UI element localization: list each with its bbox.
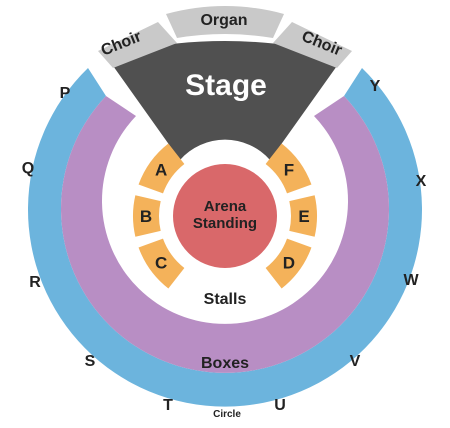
boxes-label: Boxes (201, 355, 249, 372)
stalls-block-a[interactable] (138, 143, 185, 194)
stage-area (106, 41, 344, 160)
organ-label: Organ (200, 12, 247, 29)
circle-label: Circle (213, 409, 241, 420)
stalls-label: Stalls (204, 291, 247, 308)
circle-row-v[interactable]: V (350, 353, 361, 370)
stalls-block-b[interactable] (132, 195, 161, 237)
circle-row-s[interactable]: S (85, 353, 96, 370)
circle-section[interactable] (28, 68, 423, 407)
arena-label-line1: Arena (204, 198, 247, 215)
stalls-block-label: D (283, 253, 295, 272)
circle-row-u[interactable]: U (274, 397, 286, 414)
circle-row-r[interactable]: R (29, 274, 41, 291)
choir-right-section[interactable] (273, 22, 352, 68)
boxes-section[interactable] (60, 96, 389, 373)
circle-row-y[interactable]: Y (370, 78, 381, 95)
stalls-blocks: A B C D E F (132, 143, 318, 289)
stalls-block-label: E (298, 207, 309, 226)
circle-row-x[interactable]: X (416, 173, 427, 190)
stalls-block-f[interactable] (265, 143, 312, 194)
stalls-block-label: F (284, 161, 294, 180)
stalls-block-label: C (155, 253, 167, 272)
stalls-block-label: B (140, 207, 152, 226)
stalls-block-d[interactable] (265, 238, 312, 289)
arena-label-line2: Standing (193, 215, 257, 232)
circle-row-t[interactable]: T (163, 397, 173, 414)
circle-row-w[interactable]: W (403, 272, 419, 289)
choir-left-section[interactable] (98, 22, 177, 68)
stalls-block-c[interactable] (138, 238, 185, 289)
circle-row-letters: P Q R S T Y X W V U (22, 78, 427, 414)
circle-row-q[interactable]: Q (22, 160, 34, 177)
stage-label: Stage (185, 69, 267, 102)
arena-standing[interactable] (173, 164, 277, 268)
stalls-block-label: A (155, 161, 167, 180)
circle-row-p[interactable]: P (60, 85, 71, 102)
stalls-block-e[interactable] (289, 195, 318, 237)
organ-section[interactable] (166, 6, 284, 38)
